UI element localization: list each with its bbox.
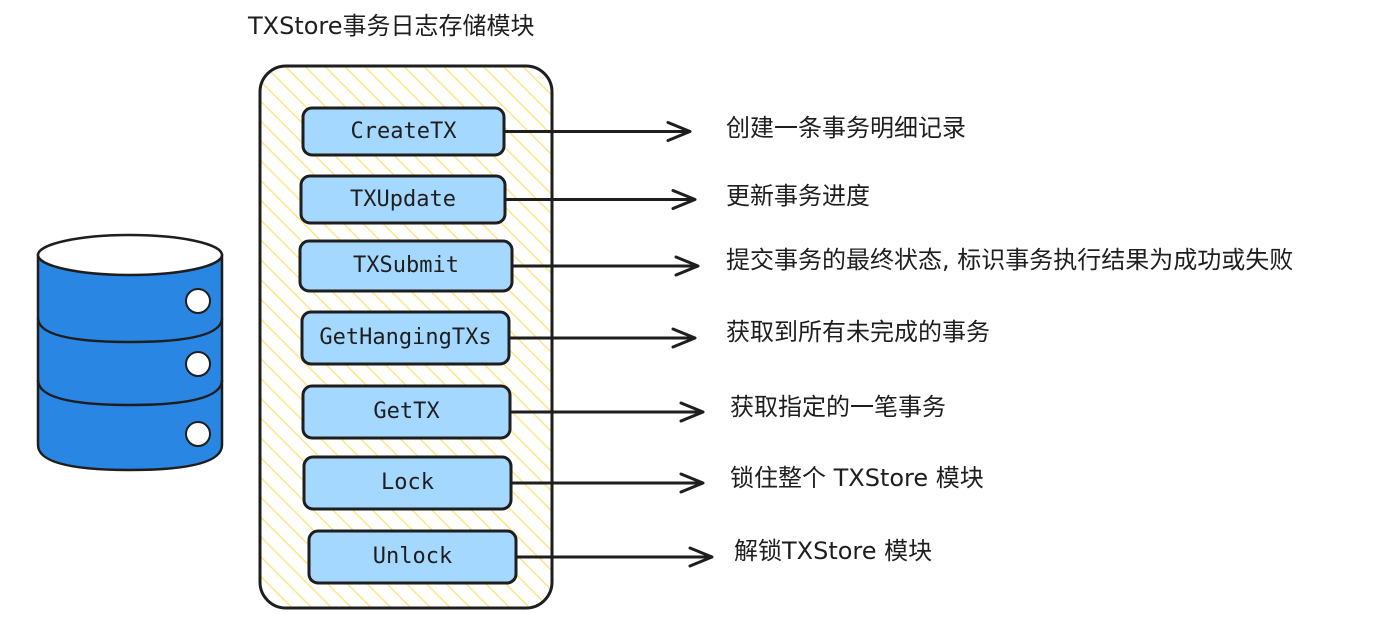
method-description: 获取指定的一笔事务 <box>730 393 946 421</box>
arrow-head-icon <box>671 189 697 210</box>
arrow-head-icon <box>666 121 692 142</box>
method-description: 获取到所有未完成的事务 <box>726 318 990 346</box>
method-description: 更新事务进度 <box>726 182 870 210</box>
method-description: 解锁TXStore 模块 <box>734 537 933 565</box>
database-icon <box>36 233 224 472</box>
arrow-head-icon <box>679 401 705 423</box>
diagram-title: TXStore事务日志存储模块 <box>248 12 535 40</box>
method-box <box>302 455 513 511</box>
arrow-head-icon <box>688 546 714 568</box>
method-description: 创建一条事务明细记录 <box>726 114 966 142</box>
method-description: 锁住整个 TXStore 模块 <box>730 464 984 492</box>
method-box <box>299 174 507 225</box>
method-description: 提交事务的最终状态, 标识事务执行结果为成功或失败 <box>726 246 1294 274</box>
arrow-head-icon <box>674 255 700 277</box>
method-box <box>301 384 512 440</box>
method-box <box>298 239 514 293</box>
method-box <box>301 106 506 157</box>
arrow-head-icon <box>679 472 705 494</box>
method-box <box>307 529 518 585</box>
method-box <box>300 310 511 366</box>
arrow-head-icon <box>671 327 697 349</box>
